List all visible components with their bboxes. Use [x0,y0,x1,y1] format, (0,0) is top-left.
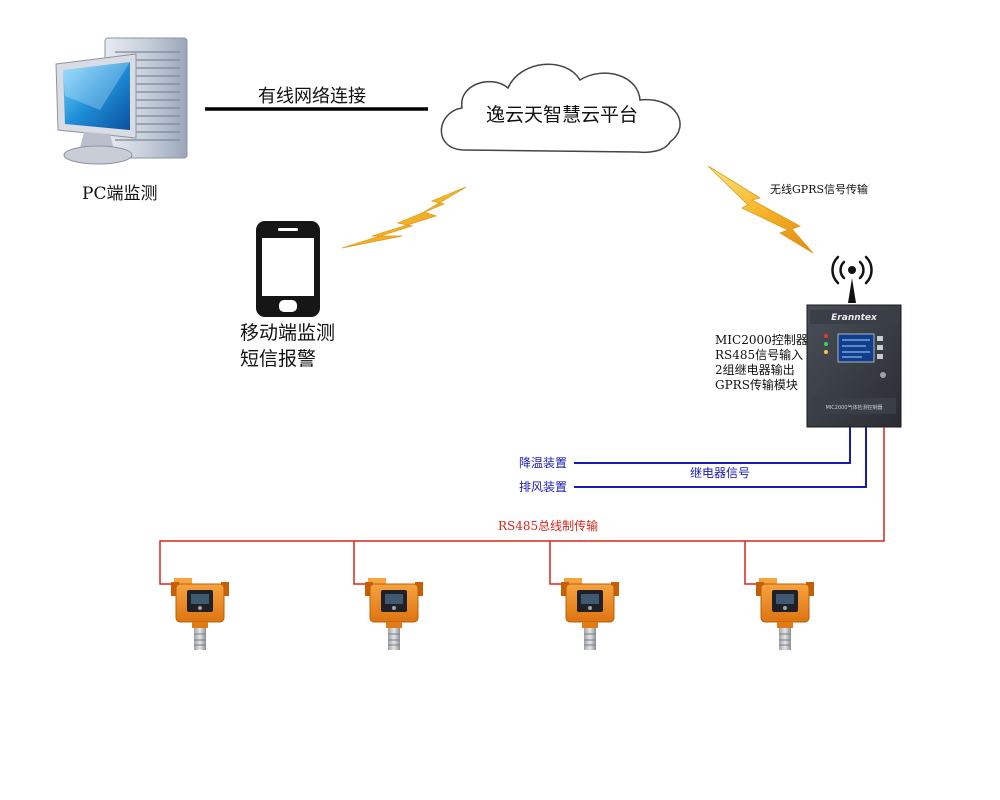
gas-detector-2 [365,578,423,650]
wireless-gprs-label: 无线GPRS信号传输 [770,183,869,196]
pc-label: PC端监测 [82,184,158,204]
rs485-bus-label: RS485总线制传输 [498,519,599,533]
cloud-icon [440,63,681,154]
gas-detector-1 [171,578,229,650]
controller-spec-model: MIC2000控制器 [715,333,808,347]
controller-bottom-label: MIC2000气体检测控制器 [825,404,882,411]
controller-spec-rs485: RS485信号输入 [715,348,804,362]
mobile-monitor-label: 移动端监测 [240,322,336,344]
cooling-device-label: 降温装置 [519,456,568,470]
antenna-icon [831,255,873,303]
rs485-bus-wiring [159,427,885,585]
relay-signal-label: 继电器信号 [690,466,751,480]
wired-link-label: 有线网络连接 [258,86,366,107]
controller-spec-gprs: GPRS传输模块 [715,378,798,392]
exhaust-fan-label: 排风装置 [519,480,568,494]
cloud-platform-label: 逸云天智慧云平台 [486,104,639,126]
controller-spec-relay: 2组继电器输出 [715,363,795,377]
lightning-icon-mobile [341,186,467,249]
controller-brand: Eranntex [831,313,878,323]
mobile-phone-icon [256,221,320,317]
controller-device [806,304,902,428]
gas-detector-3 [561,578,619,650]
pc-icon [55,37,188,165]
lightning-icon-gprs [707,165,814,254]
gas-detector-4 [756,578,814,650]
relay-wiring [574,427,867,488]
sms-alarm-label: 短信报警 [240,348,317,370]
